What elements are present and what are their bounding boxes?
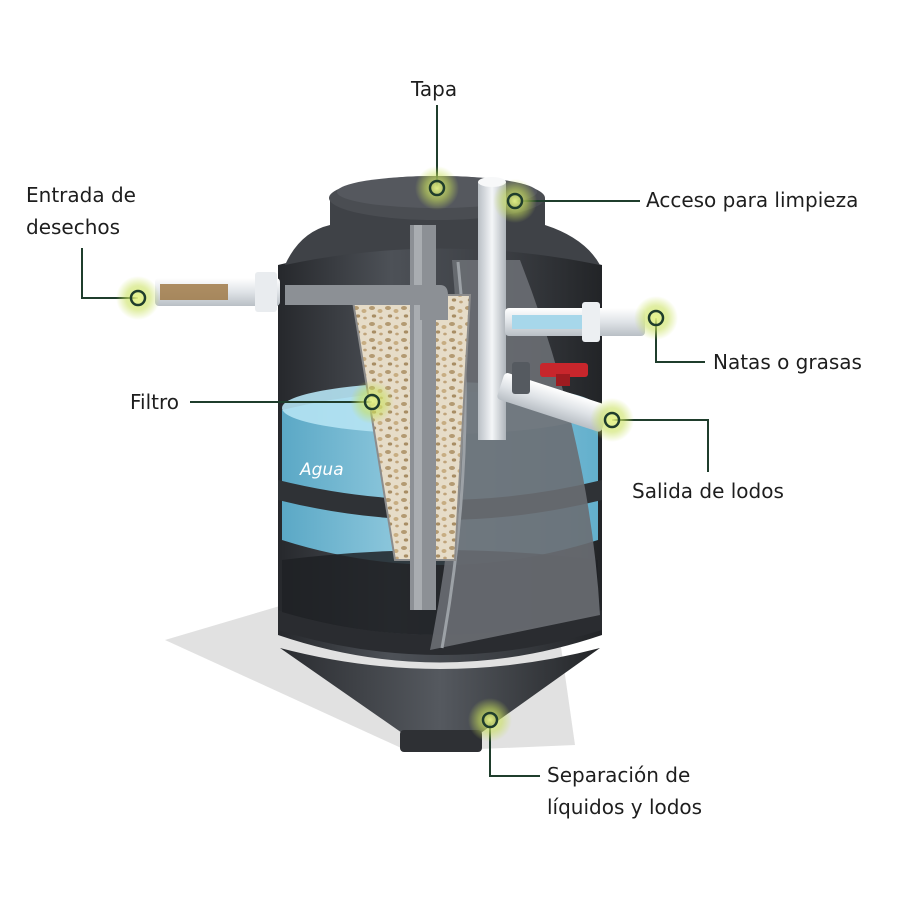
marker-salida [590,398,634,442]
label-tapa: Tapa [411,77,458,101]
marker-acceso [493,179,537,223]
label-entrada-line2: desechos [26,215,121,239]
label-separacion-line2: líquidos y lodos [547,795,703,819]
marker-entrada [116,276,160,320]
label-entrada-line1: Entrada de [26,183,136,207]
tank-cone [280,648,600,735]
water-label: Agua [299,460,344,480]
label-acceso: Acceso para limpieza [646,188,859,212]
inlet-elbow [285,285,448,320]
markers [116,166,678,742]
marker-natas [634,296,678,340]
label-salida: Salida de lodos [632,479,784,503]
access-pipe [478,182,506,440]
callout-line-salida [612,419,709,472]
tank-outlet-foot [400,730,482,752]
inner-baffle [430,260,600,650]
tank-strap-lower [278,610,602,655]
label-separacion-line1: Separación de [547,763,691,787]
marker-separacion [468,698,512,742]
marker-tapa [415,166,459,210]
sludge-valve [540,363,588,377]
label-filtro: Filtro [130,390,180,414]
marker-filtro [350,380,394,424]
central-pipe [410,225,436,610]
label-natas: Natas o grasas [713,350,862,374]
